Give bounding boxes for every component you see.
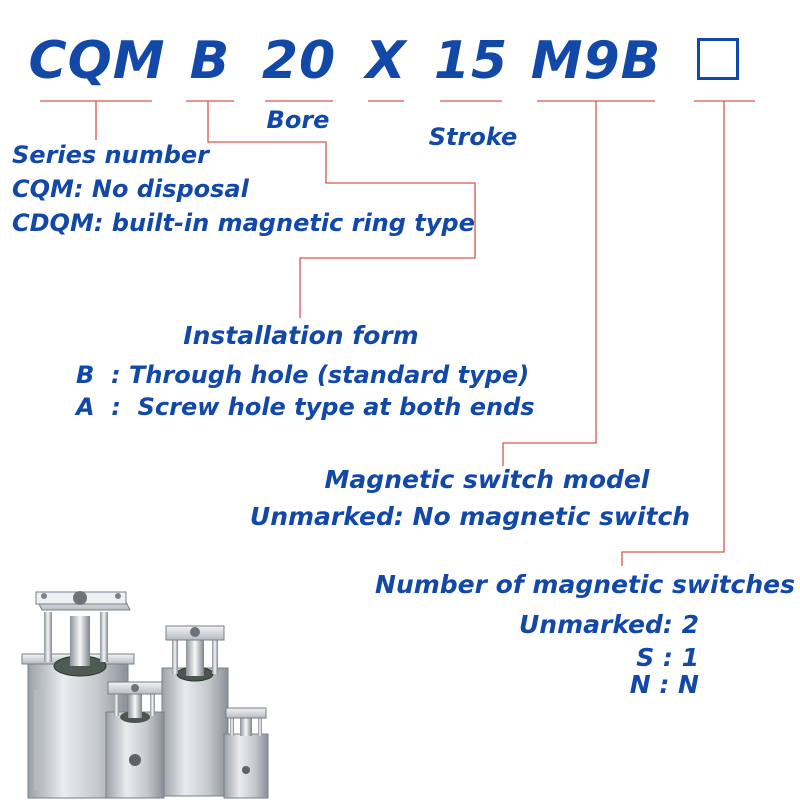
cylinder-small-front	[105, 681, 165, 799]
code-bore: 20	[261, 31, 337, 91]
switch-count-line-1: Unmarked: 2	[518, 610, 699, 639]
code-switch-model: M9B	[530, 31, 662, 91]
switch-model-title: Magnetic switch model	[324, 465, 650, 494]
installation-title: Installation form	[183, 321, 419, 350]
series-line-1: CQM: No disposal	[12, 175, 249, 203]
cylinder-product-illustration	[21, 591, 269, 799]
switch-count-line-3: N : N	[629, 670, 699, 699]
switch-count-title: Number of magnetic switches	[375, 570, 795, 599]
leader-installation	[207, 101, 476, 318]
series-line-2: CDQM: built-in magnetic ring type	[12, 209, 475, 237]
leader-switch-count	[621, 101, 725, 566]
code-switch-count-box	[697, 38, 739, 80]
series-title: Series number	[12, 141, 210, 169]
bore-label: Bore	[266, 106, 330, 134]
installation-line-1: B : Through hole (standard type)	[76, 361, 530, 389]
switch-count-line-2: S : 1	[636, 643, 699, 672]
leader-switch-model	[502, 101, 597, 466]
stroke-label: Stroke	[428, 123, 518, 151]
code-series: CQM	[28, 31, 166, 91]
installation-line-2: A : Screw hole type at both ends	[76, 393, 535, 421]
cylinder-smallest	[223, 707, 269, 799]
cylinder-medium	[161, 625, 229, 797]
code-separator: X	[365, 31, 407, 91]
code-stroke: 15	[433, 31, 509, 91]
switch-model-line-1: Unmarked: No magnetic switch	[249, 502, 691, 531]
code-mount: B	[189, 31, 231, 91]
